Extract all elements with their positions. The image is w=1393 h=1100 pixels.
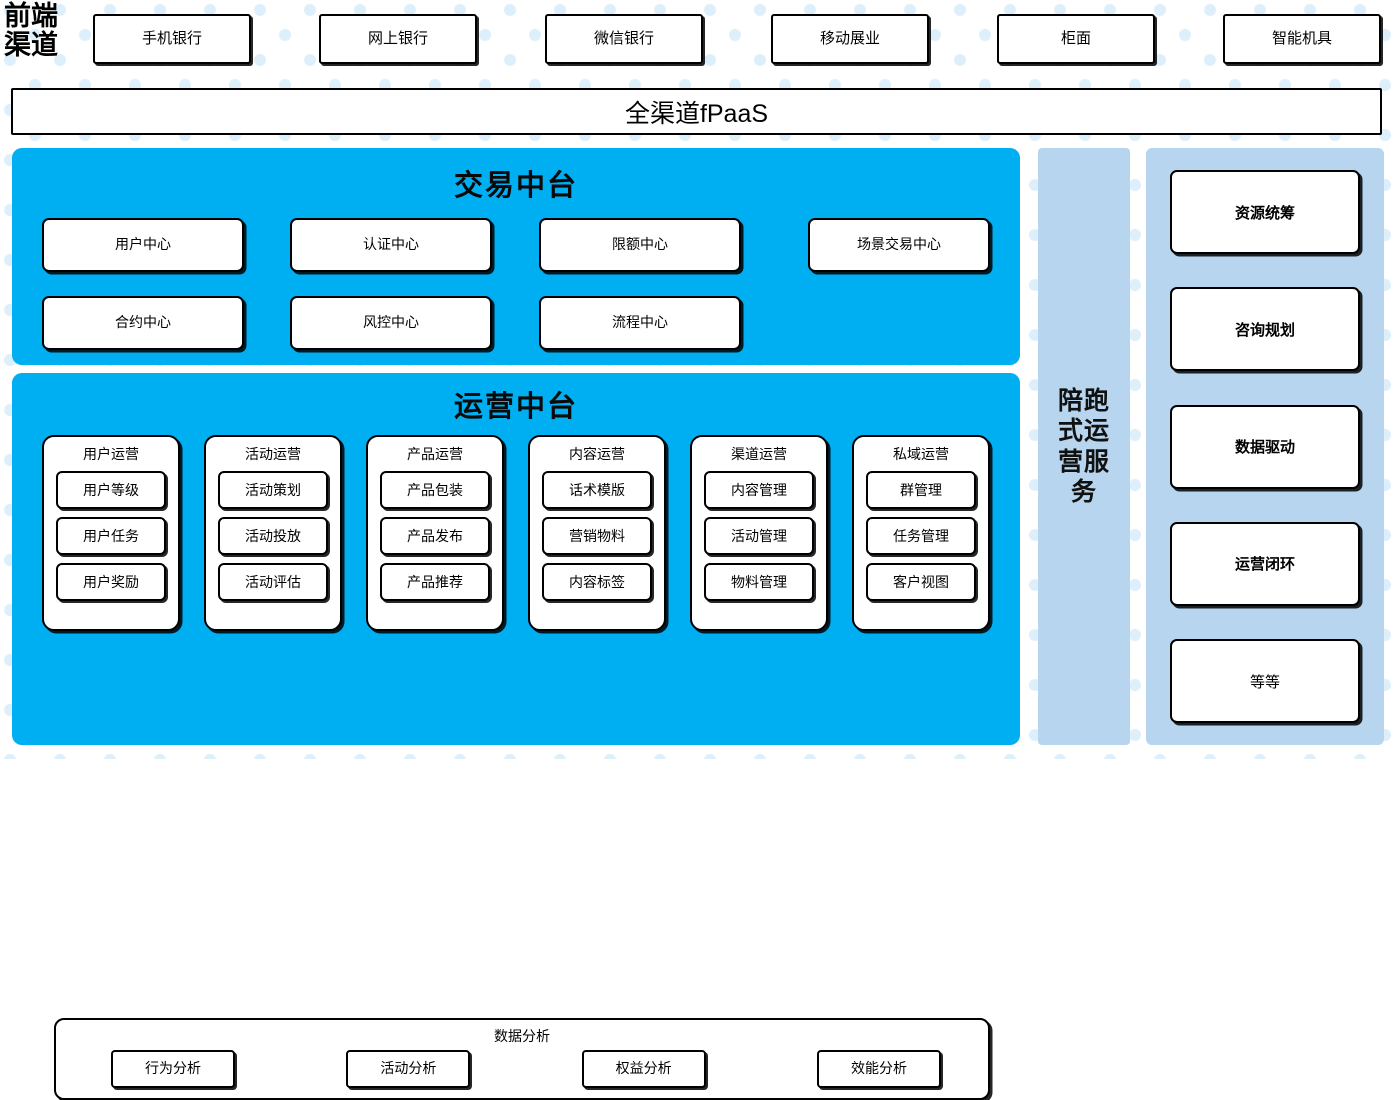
data-analysis-title: 数据分析 — [494, 1028, 550, 1044]
channel-item-mobile-business[interactable]: 移动展业 — [771, 14, 929, 64]
ops-column-title: 用户运营 — [83, 446, 139, 462]
front-channel-row: 手机银行 网上银行 微信银行 移动展业 柜面 智能机具 — [93, 14, 1381, 64]
ops-column-user-operations: 用户运营 用户等级 用户任务 用户奖励 — [42, 435, 180, 631]
ops-column-title: 渠道运营 — [731, 446, 787, 462]
trade-platform-title: 交易中台 — [453, 170, 578, 202]
channel-item-label: 柜面 — [1060, 29, 1091, 47]
channel-item-label: 手机银行 — [141, 29, 202, 47]
trade-module-auth-center[interactable]: 认证中心 — [290, 218, 492, 272]
channel-item-mobile-bank[interactable]: 手机银行 — [93, 14, 251, 64]
channel-item-label: 移动展业 — [819, 29, 880, 47]
trade-platform-panel: 交易中台 用户中心 认证中心 限额中心 合约中心 风控中心 流程中心 场景交易中… — [12, 148, 1020, 365]
trade-module-process-center[interactable]: 流程中心 — [539, 296, 741, 350]
data-analysis-section: 数据分析 行为分析 活动分析 权益分析 效能分析 — [54, 1018, 990, 1100]
service-card-resource-coordination[interactable]: 资源统筹 — [1170, 170, 1360, 254]
service-card-etc[interactable]: 等等 — [1170, 639, 1360, 723]
ops-column-channel-operations: 渠道运营 内容管理 活动管理 物料管理 — [690, 435, 828, 631]
ops-item[interactable]: 产品发布 — [380, 517, 490, 555]
service-card-label: 数据驱动 — [1234, 439, 1295, 456]
ops-item[interactable]: 客户视图 — [866, 563, 976, 601]
data-analysis-item-label: 效能分析 — [850, 1060, 907, 1077]
service-capability-column: 资源统筹 咨询规划 数据驱动 运营闭环 等等 — [1146, 148, 1384, 745]
ops-item[interactable]: 用户任务 — [56, 517, 166, 555]
ops-column-title: 产品运营 — [407, 446, 463, 462]
ops-column-product-operations: 产品运营 产品包装 产品发布 产品推荐 — [366, 435, 504, 631]
trade-module-limit-center[interactable]: 限额中心 — [539, 218, 741, 272]
service-card-data-driven[interactable]: 数据驱动 — [1170, 404, 1360, 489]
trade-module-label: 流程中心 — [612, 314, 668, 331]
trade-module-label: 场景交易中心 — [857, 236, 941, 253]
ops-column-content-operations: 内容运营 话术模版 营销物料 内容标签 — [528, 435, 666, 631]
service-card-label: 运营闭环 — [1234, 556, 1295, 574]
ops-item[interactable]: 产品包装 — [380, 471, 490, 509]
service-card-label: 咨询规划 — [1234, 321, 1295, 339]
ops-item[interactable]: 产品推荐 — [380, 563, 490, 601]
trade-module-contract-center[interactable]: 合约中心 — [42, 296, 244, 350]
data-analysis-item-label: 行为分析 — [145, 1060, 201, 1077]
operations-platform-panel: 运营中台 用户运营 用户等级 用户任务 用户奖励 活动运营 活动策划 活动投放 … — [12, 373, 1020, 1100]
front-channel-label-line2: 渠道 — [4, 30, 58, 61]
trade-module-label: 风控中心 — [363, 314, 419, 331]
channel-item-label: 网上银行 — [367, 29, 428, 47]
channel-item-wechat-bank[interactable]: 微信银行 — [545, 14, 703, 64]
ops-item[interactable]: 活动管理 — [704, 517, 814, 555]
architecture-diagram: 前端 渠道 手机银行 网上银行 微信银行 移动展业 柜面 智能机具 全渠道fPa… — [4, 1, 1384, 1100]
service-card-label: 资源统筹 — [1234, 204, 1295, 222]
trade-module-label: 合约中心 — [115, 314, 171, 331]
ops-item[interactable]: 群管理 — [866, 471, 976, 509]
ops-column-campaign-operations: 活动运营 活动策划 活动投放 活动评估 — [204, 435, 342, 631]
trade-module-scene-transaction-center[interactable]: 场景交易中心 — [808, 218, 990, 272]
ops-column-title: 内容运营 — [569, 446, 625, 462]
data-analysis-items: 行为分析 活动分析 权益分析 效能分析 — [111, 1050, 941, 1088]
data-analysis-item-behavior[interactable]: 行为分析 — [111, 1050, 235, 1088]
channel-item-counter[interactable]: 柜面 — [997, 14, 1155, 64]
data-analysis-item-campaign[interactable]: 活动分析 — [346, 1050, 471, 1088]
trade-module-risk-center[interactable]: 风控中心 — [290, 296, 492, 350]
ops-item[interactable]: 用户奖励 — [56, 563, 166, 601]
service-card-consulting-planning[interactable]: 咨询规划 — [1170, 287, 1360, 372]
channel-item-smart-machine[interactable]: 智能机具 — [1223, 14, 1381, 64]
ops-item[interactable]: 营销物料 — [542, 517, 652, 555]
accompany-service-label: 陪跑式运营服务 — [1057, 386, 1110, 507]
data-analysis-item-efficiency[interactable]: 效能分析 — [816, 1050, 941, 1088]
ops-item[interactable]: 活动投放 — [218, 517, 328, 555]
trade-platform-grid: 用户中心 认证中心 限额中心 合约中心 风控中心 流程中心 场景交易中心 — [42, 218, 990, 350]
service-card-operation-closed-loop[interactable]: 运营闭环 — [1170, 521, 1360, 606]
trade-module-user-center[interactable]: 用户中心 — [42, 218, 244, 272]
ops-item[interactable]: 活动策划 — [218, 471, 328, 509]
ops-item[interactable]: 内容标签 — [542, 563, 652, 601]
ops-item[interactable]: 用户等级 — [56, 471, 166, 509]
channel-item-label: 智能机具 — [1271, 29, 1332, 47]
front-channel-label-line1: 前端 — [4, 1, 58, 31]
trade-module-label: 认证中心 — [363, 236, 419, 253]
fpaas-label: 全渠道fPaaS — [624, 99, 769, 128]
ops-item[interactable]: 活动评估 — [218, 563, 328, 601]
ops-item[interactable]: 物料管理 — [704, 563, 814, 601]
ops-item[interactable]: 任务管理 — [866, 517, 976, 555]
trade-module-label: 用户中心 — [115, 236, 171, 253]
service-card-label: 等等 — [1249, 673, 1280, 691]
data-analysis-item-label: 权益分析 — [615, 1060, 672, 1077]
channel-item-online-bank[interactable]: 网上银行 — [319, 14, 477, 64]
front-channel-label: 前端 渠道 — [4, 1, 82, 61]
ops-column-title: 活动运营 — [245, 446, 301, 462]
channel-item-label: 微信银行 — [593, 29, 654, 47]
accompany-service-band: 陪跑式运营服务 — [1038, 148, 1130, 745]
ops-column-title: 私域运营 — [893, 446, 949, 462]
ops-item[interactable]: 话术模版 — [542, 471, 652, 509]
ops-column-private-domain-operations: 私域运营 群管理 任务管理 客户视图 — [852, 435, 990, 631]
data-analysis-item-label: 活动分析 — [380, 1060, 437, 1077]
trade-module-label: 限额中心 — [612, 236, 668, 253]
data-analysis-item-rights[interactable]: 权益分析 — [581, 1050, 706, 1088]
omnichannel-fpaas-bar[interactable]: 全渠道fPaaS — [11, 88, 1382, 135]
operations-platform-title: 运营中台 — [453, 391, 578, 423]
operations-columns: 用户运营 用户等级 用户任务 用户奖励 活动运营 活动策划 活动投放 活动评估 … — [42, 435, 990, 631]
ops-item[interactable]: 内容管理 — [704, 471, 814, 509]
